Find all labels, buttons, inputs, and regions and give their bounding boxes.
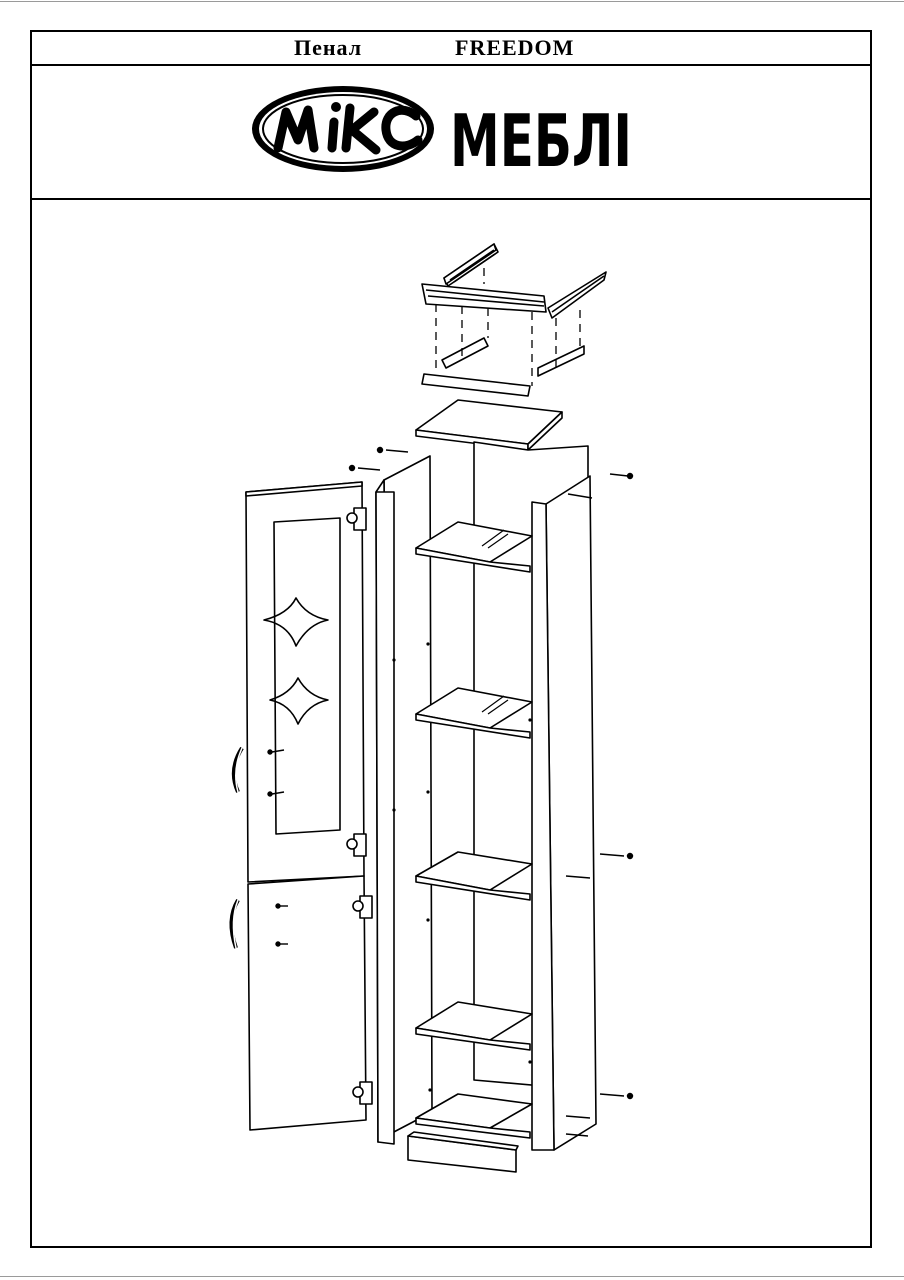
brand-right-text: МЕБЛІ (450, 99, 632, 182)
hinges (346, 507, 373, 1105)
drawing-area (32, 200, 870, 1248)
brand-logo: МЕБЛІ (252, 86, 632, 182)
bottom-edge-line (0, 1276, 904, 1277)
model-name: FREEDOM (455, 35, 575, 60)
fasteners (267, 446, 634, 1137)
glass-insert (273, 517, 341, 835)
title-row: Пенал FREEDOM (32, 32, 870, 66)
lower-door (247, 875, 367, 1131)
product-type: Пенал (294, 35, 363, 60)
logo-row: МЕБЛІ (32, 66, 870, 200)
assembly-diagram (229, 243, 634, 1173)
top-edge-line (0, 1, 904, 2)
top-cornice-parts (421, 243, 607, 397)
instruction-sheet: Пенал FREEDOM МЕБЛІ (30, 30, 872, 1248)
